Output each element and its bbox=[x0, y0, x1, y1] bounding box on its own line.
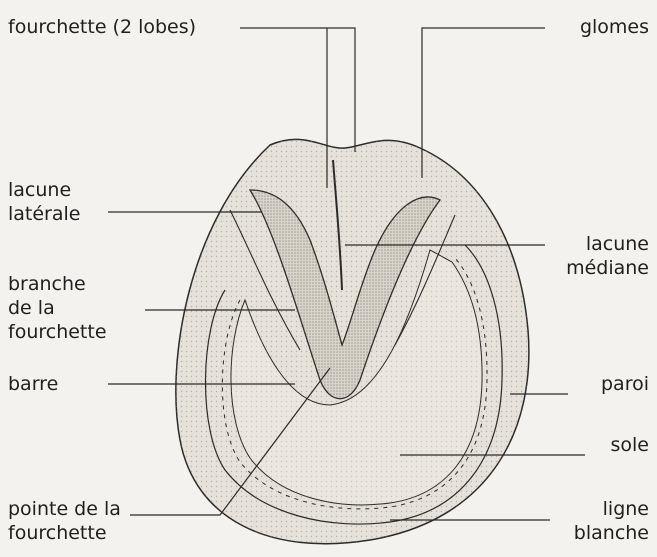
label-barre: barre bbox=[8, 372, 58, 396]
leader-glomes bbox=[422, 28, 545, 178]
label-glomes: glomes bbox=[580, 15, 649, 39]
label-lacune-mediane: lacune médiane bbox=[566, 232, 649, 280]
label-sole: sole bbox=[611, 433, 650, 457]
label-pointe: pointe de la fourchette bbox=[8, 497, 121, 545]
label-branche: branche de la fourchette bbox=[8, 272, 107, 344]
label-paroi: paroi bbox=[601, 372, 649, 396]
label-fourchette: fourchette (2 lobes) bbox=[8, 15, 196, 39]
label-lacune-laterale: lacune latérale bbox=[8, 178, 80, 226]
label-ligne-blanche: ligne blanche bbox=[574, 497, 649, 545]
